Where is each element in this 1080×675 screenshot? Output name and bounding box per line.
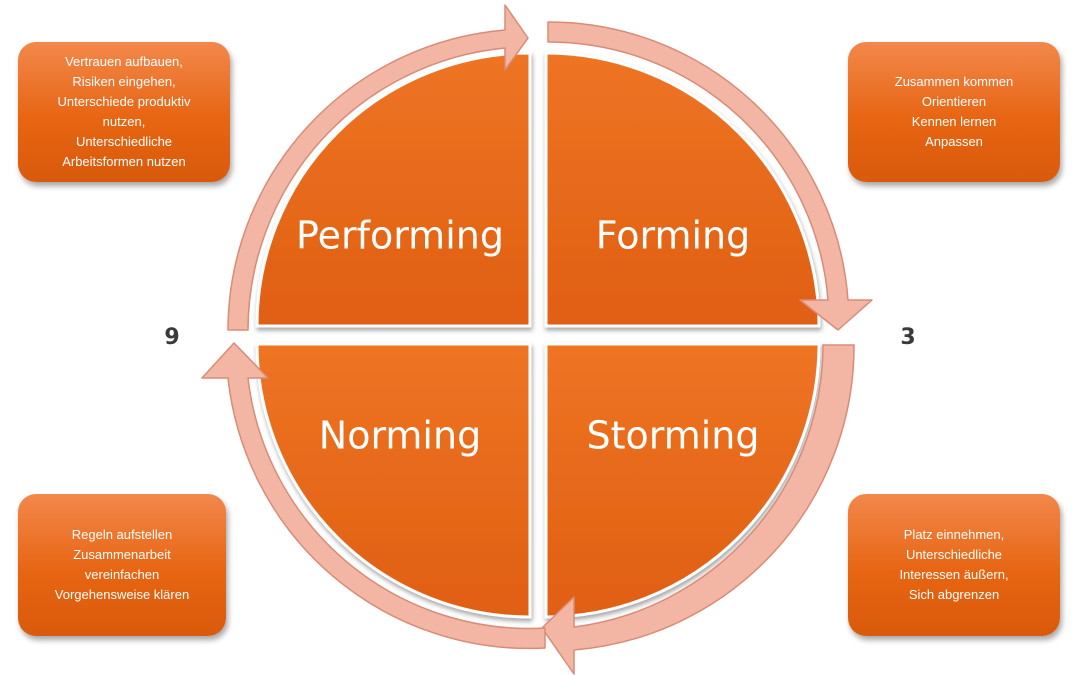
note-line: Unterschiedliche — [905, 547, 1003, 562]
note-performing: Vertrauen aufbauen, Risiken eingehen, Un… — [18, 42, 230, 182]
note-line: vereinfachen — [84, 567, 160, 582]
note-line: Risiken eingehen, — [72, 74, 176, 89]
quadrant-forming — [544, 51, 821, 328]
note-line: Anpassen — [925, 134, 983, 149]
number-left: 9 — [164, 325, 179, 350]
label-forming: Forming — [596, 214, 751, 258]
note-storming-text: Platz einnehmen, Unterschiedliche Intere… — [899, 525, 1008, 605]
note-storming: Platz einnehmen, Unterschiedliche Intere… — [848, 494, 1060, 636]
note-line: Unterschiedliche — [75, 134, 173, 149]
note-line: Vertrauen aufbauen, — [65, 54, 183, 69]
note-line: Platz einnehmen, — [903, 527, 1005, 542]
note-line: Unterschiede produktiv — [57, 94, 191, 109]
quadrant-performing — [255, 51, 532, 328]
note-line: Zusammenarbeit — [73, 547, 171, 562]
label-norming: Norming — [319, 414, 481, 458]
quadrant-storming — [544, 342, 821, 619]
note-line: nutzen, — [102, 114, 146, 129]
quadrant-norming — [255, 342, 532, 619]
note-line: Regeln aufstellen — [71, 527, 173, 542]
note-line: Vorgehensweise klären — [54, 587, 190, 602]
cycle-arrow-performing-to-forming — [227, 4, 529, 331]
note-line: Interessen äußern, — [899, 567, 1009, 582]
note-line: Zusammen kommen — [894, 74, 1014, 89]
note-forming: Zusammen kommen Orientieren Kennen lerne… — [848, 42, 1060, 182]
cycle-arrow-forming-to-storming — [547, 21, 873, 331]
label-storming: Storming — [586, 414, 759, 458]
cycle-arrow-storming-to-norming — [541, 344, 855, 675]
label-performing: Performing — [296, 214, 504, 258]
note-line: Sich abgrenzen — [908, 587, 1000, 602]
note-line: Orientieren — [921, 94, 987, 109]
note-line: Kennen lernen — [911, 114, 997, 129]
note-norming: Regeln aufstellen Zusammenarbeit vereinf… — [18, 494, 226, 636]
note-line: Arbeitsformen nutzen — [62, 154, 186, 169]
note-norming-text: Regeln aufstellen Zusammenarbeit vereinf… — [55, 525, 189, 605]
note-performing-text: Vertrauen aufbauen, Risiken eingehen, Un… — [58, 52, 191, 172]
cycle-arrow-norming-to-performing — [201, 342, 546, 650]
note-forming-text: Zusammen kommen Orientieren Kennen lerne… — [895, 72, 1013, 152]
number-right: 3 — [900, 325, 915, 350]
